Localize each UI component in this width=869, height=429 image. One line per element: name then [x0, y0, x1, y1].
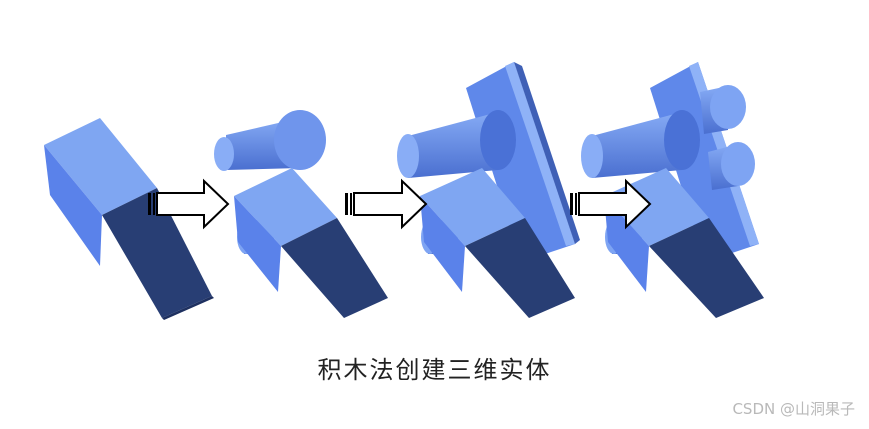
arrow-3	[570, 178, 652, 230]
step-2-add-cylinders	[214, 110, 388, 318]
step-3-add-angled-plate	[397, 62, 580, 318]
arrow-1	[148, 178, 230, 230]
watermark: CSDN @山洞果子	[732, 400, 855, 418]
step-1-base-block	[44, 118, 214, 320]
arrow-2	[345, 178, 428, 230]
figure-caption: 积木法创建三维实体	[317, 356, 552, 384]
step-4-add-plate-bosses	[581, 62, 764, 318]
